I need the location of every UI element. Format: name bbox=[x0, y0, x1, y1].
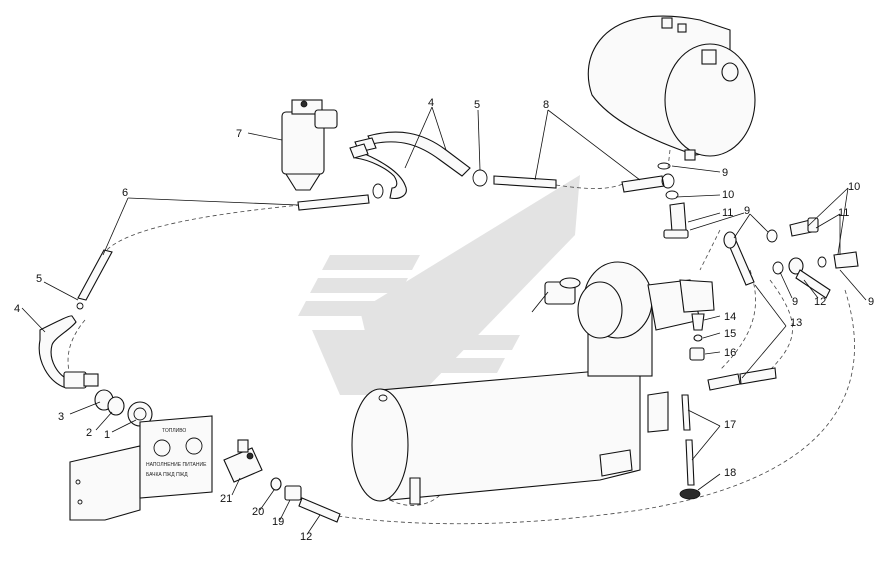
callout-7: 7 bbox=[236, 128, 242, 140]
callout-20: 20 bbox=[252, 506, 264, 518]
leader-lines bbox=[21, 106, 867, 534]
callout-14: 14 bbox=[724, 311, 736, 323]
callout-4-left: 4 bbox=[14, 303, 20, 315]
callout-12-right: 12 bbox=[814, 296, 826, 308]
left-hose-assembly bbox=[38, 315, 153, 427]
callout-3: 3 bbox=[58, 411, 64, 423]
callout-4-top: 4 bbox=[428, 97, 434, 109]
tube-13 bbox=[707, 367, 777, 391]
heater-assembly bbox=[351, 261, 715, 505]
valve-assembly bbox=[223, 439, 341, 523]
callout-10-b: 10 bbox=[848, 181, 860, 193]
hose-top bbox=[349, 131, 471, 199]
callout-21: 21 bbox=[220, 493, 232, 505]
plate-title: ТОПЛИВО bbox=[162, 428, 186, 434]
plate-line-1: НАПОЛНЕНИЕ ПИТАНИЕ bbox=[146, 462, 207, 468]
callout-5-top: 5 bbox=[474, 99, 480, 111]
right-fittings bbox=[657, 162, 859, 299]
callout-18: 18 bbox=[724, 467, 736, 479]
tube-17-grommet-18 bbox=[679, 394, 701, 500]
callout-11-b: 11 bbox=[838, 207, 849, 219]
callout-8: 8 bbox=[543, 99, 549, 111]
callout-5-left: 5 bbox=[36, 273, 42, 285]
clamp-and-pipe-8 bbox=[472, 169, 675, 193]
callout-9-c: 9 bbox=[792, 296, 798, 308]
callout-16: 16 bbox=[724, 347, 736, 359]
fuel-tank bbox=[587, 15, 756, 161]
callout-9-a: 9 bbox=[722, 167, 728, 179]
callout-13: 13 bbox=[790, 317, 802, 329]
callout-9-d: 9 bbox=[868, 296, 874, 308]
callout-12-bottom: 12 bbox=[300, 531, 312, 543]
callout-10-a: 10 bbox=[722, 189, 734, 201]
callouts: 1 2 3 4 4 5 5 6 7 8 9 9 9 9 10 10 11 11 … bbox=[14, 97, 874, 543]
watermark-logo bbox=[298, 175, 580, 395]
callout-11-a: 11 bbox=[722, 207, 733, 219]
fittings-14-16 bbox=[689, 313, 705, 361]
callout-2: 2 bbox=[86, 427, 92, 439]
fuel-filter bbox=[281, 99, 338, 191]
callout-6: 6 bbox=[122, 187, 128, 199]
plate-line-2: БАЧКА ПЖД ПЖД bbox=[146, 472, 188, 478]
callout-1: 1 bbox=[104, 429, 110, 441]
callout-9-b: 9 bbox=[744, 205, 750, 217]
callout-17: 17 bbox=[724, 419, 736, 431]
pipe-6 bbox=[76, 194, 370, 310]
callout-19: 19 bbox=[272, 516, 284, 528]
callout-15: 15 bbox=[724, 328, 736, 340]
bracket-with-plate: ТОПЛИВО НАПОЛНЕНИЕ ПИТАНИЕ БАЧКА ПЖД ПЖД bbox=[69, 415, 213, 521]
